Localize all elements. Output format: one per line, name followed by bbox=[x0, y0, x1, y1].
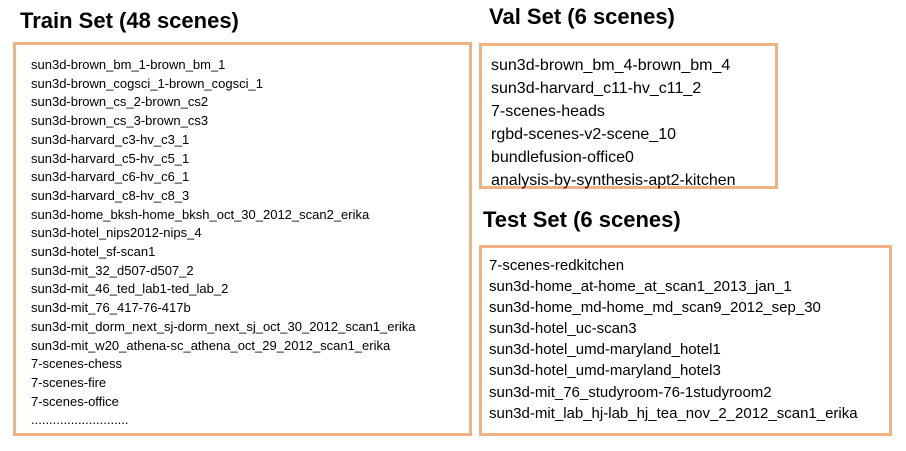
scene-list-item: 7-scenes-redkitchen bbox=[489, 257, 625, 274]
scene-list-item: ........................... bbox=[31, 412, 129, 428]
scene-list-item: bundlefusion-office0 bbox=[491, 149, 634, 166]
train-set-list: sun3d-brown_bm_1-brown_bm_1 sun3d-brown_c… bbox=[31, 56, 415, 430]
scene-list-item: sun3d-hotel_uc-scan3 bbox=[489, 320, 637, 338]
scene-list-item: sun3d-mit_76_417-76-417b bbox=[31, 300, 191, 316]
scene-list-item: 7-scenes-fire bbox=[31, 374, 107, 390]
scene-list-item: 7-scenes-heads bbox=[491, 103, 605, 120]
test-set-list: 7-scenes-redkitchen sun3d-home_at-home_at… bbox=[489, 255, 858, 424]
scene-list-item: analysis-by-synthesis-apt2-kitchen bbox=[491, 172, 736, 189]
scene-list-item: sun3d-harvard_c8-hv_c8_3 bbox=[31, 187, 190, 203]
scene-list-item: sun3d-brown_bm_4-brown_bm_4 bbox=[491, 57, 731, 74]
scene-list-item: sun3d-hotel_umd-maryland_hotel1 bbox=[489, 341, 721, 359]
scene-list-item: 7-scenes-office bbox=[31, 393, 119, 409]
val-set-list: sun3d-brown_bm_4-brown_bm_4 sun3d-harvard… bbox=[491, 54, 736, 192]
scene-list-item: sun3d-brown_bm_1-brown_bm_1 bbox=[31, 57, 226, 72]
scene-list-item: 7-scenes-chess bbox=[31, 356, 123, 372]
scene-list-item: sun3d-harvard_c6-hv_c6_1 bbox=[31, 169, 190, 185]
scene-list-item: sun3d-brown_cs_2-brown_cs2 bbox=[31, 94, 209, 110]
train-set-title: Train Set (48 scenes) bbox=[20, 8, 239, 33]
scene-list-item: sun3d-harvard_c3-hv_c3_1 bbox=[31, 131, 190, 147]
scene-list-item: sun3d-home_bksh-home_bksh_oct_30_2012_sc… bbox=[31, 206, 370, 222]
test-set-box: 7-scenes-redkitchen sun3d-home_at-home_at… bbox=[479, 245, 892, 436]
val-set-title: Val Set (6 scenes) bbox=[489, 4, 675, 29]
scene-list-item: sun3d-mit_dorm_next_sj-dorm_next_sj_oct_… bbox=[31, 318, 416, 334]
scene-list-item: sun3d-mit_76_studyroom-76-1studyroom2 bbox=[489, 383, 772, 401]
train-set-box: sun3d-brown_bm_1-brown_bm_1 sun3d-brown_c… bbox=[13, 42, 472, 436]
scene-list-item: sun3d-home_md-home_md_scan9_2012_sep_30 bbox=[489, 299, 821, 317]
scene-list-item: sun3d-brown_cogsci_1-brown_cogsci_1 bbox=[31, 75, 263, 91]
test-set-title: Test Set (6 scenes) bbox=[483, 207, 681, 232]
scene-list-item: sun3d-mit_46_ted_lab1-ted_lab_2 bbox=[31, 281, 229, 297]
scene-list-item: rgbd-scenes-v2-scene_10 bbox=[491, 126, 676, 143]
val-set-box: sun3d-brown_bm_4-brown_bm_4 sun3d-harvard… bbox=[479, 43, 778, 189]
scene-list-item: sun3d-hotel_umd-maryland_hotel3 bbox=[489, 362, 721, 380]
scene-list-item: sun3d-brown_cs_3-brown_cs3 bbox=[31, 113, 209, 129]
scene-list-item: sun3d-mit_lab_hj-lab_hj_tea_nov_2_2012_s… bbox=[489, 404, 858, 422]
scene-list-item: sun3d-mit_32_d507-d507_2 bbox=[31, 262, 194, 278]
scene-list-item: sun3d-mit_w20_athena-sc_athena_oct_29_20… bbox=[31, 337, 391, 353]
scene-list-item: sun3d-hotel_sf-scan1 bbox=[31, 244, 156, 260]
scene-list-item: sun3d-home_at-home_at_scan1_2013_jan_1 bbox=[489, 278, 792, 296]
scene-list-item: sun3d-hotel_nips2012-nips_4 bbox=[31, 225, 202, 241]
scene-list-item: sun3d-harvard_c11-hv_c11_2 bbox=[491, 80, 702, 97]
scene-list-item: sun3d-harvard_c5-hv_c5_1 bbox=[31, 150, 190, 166]
